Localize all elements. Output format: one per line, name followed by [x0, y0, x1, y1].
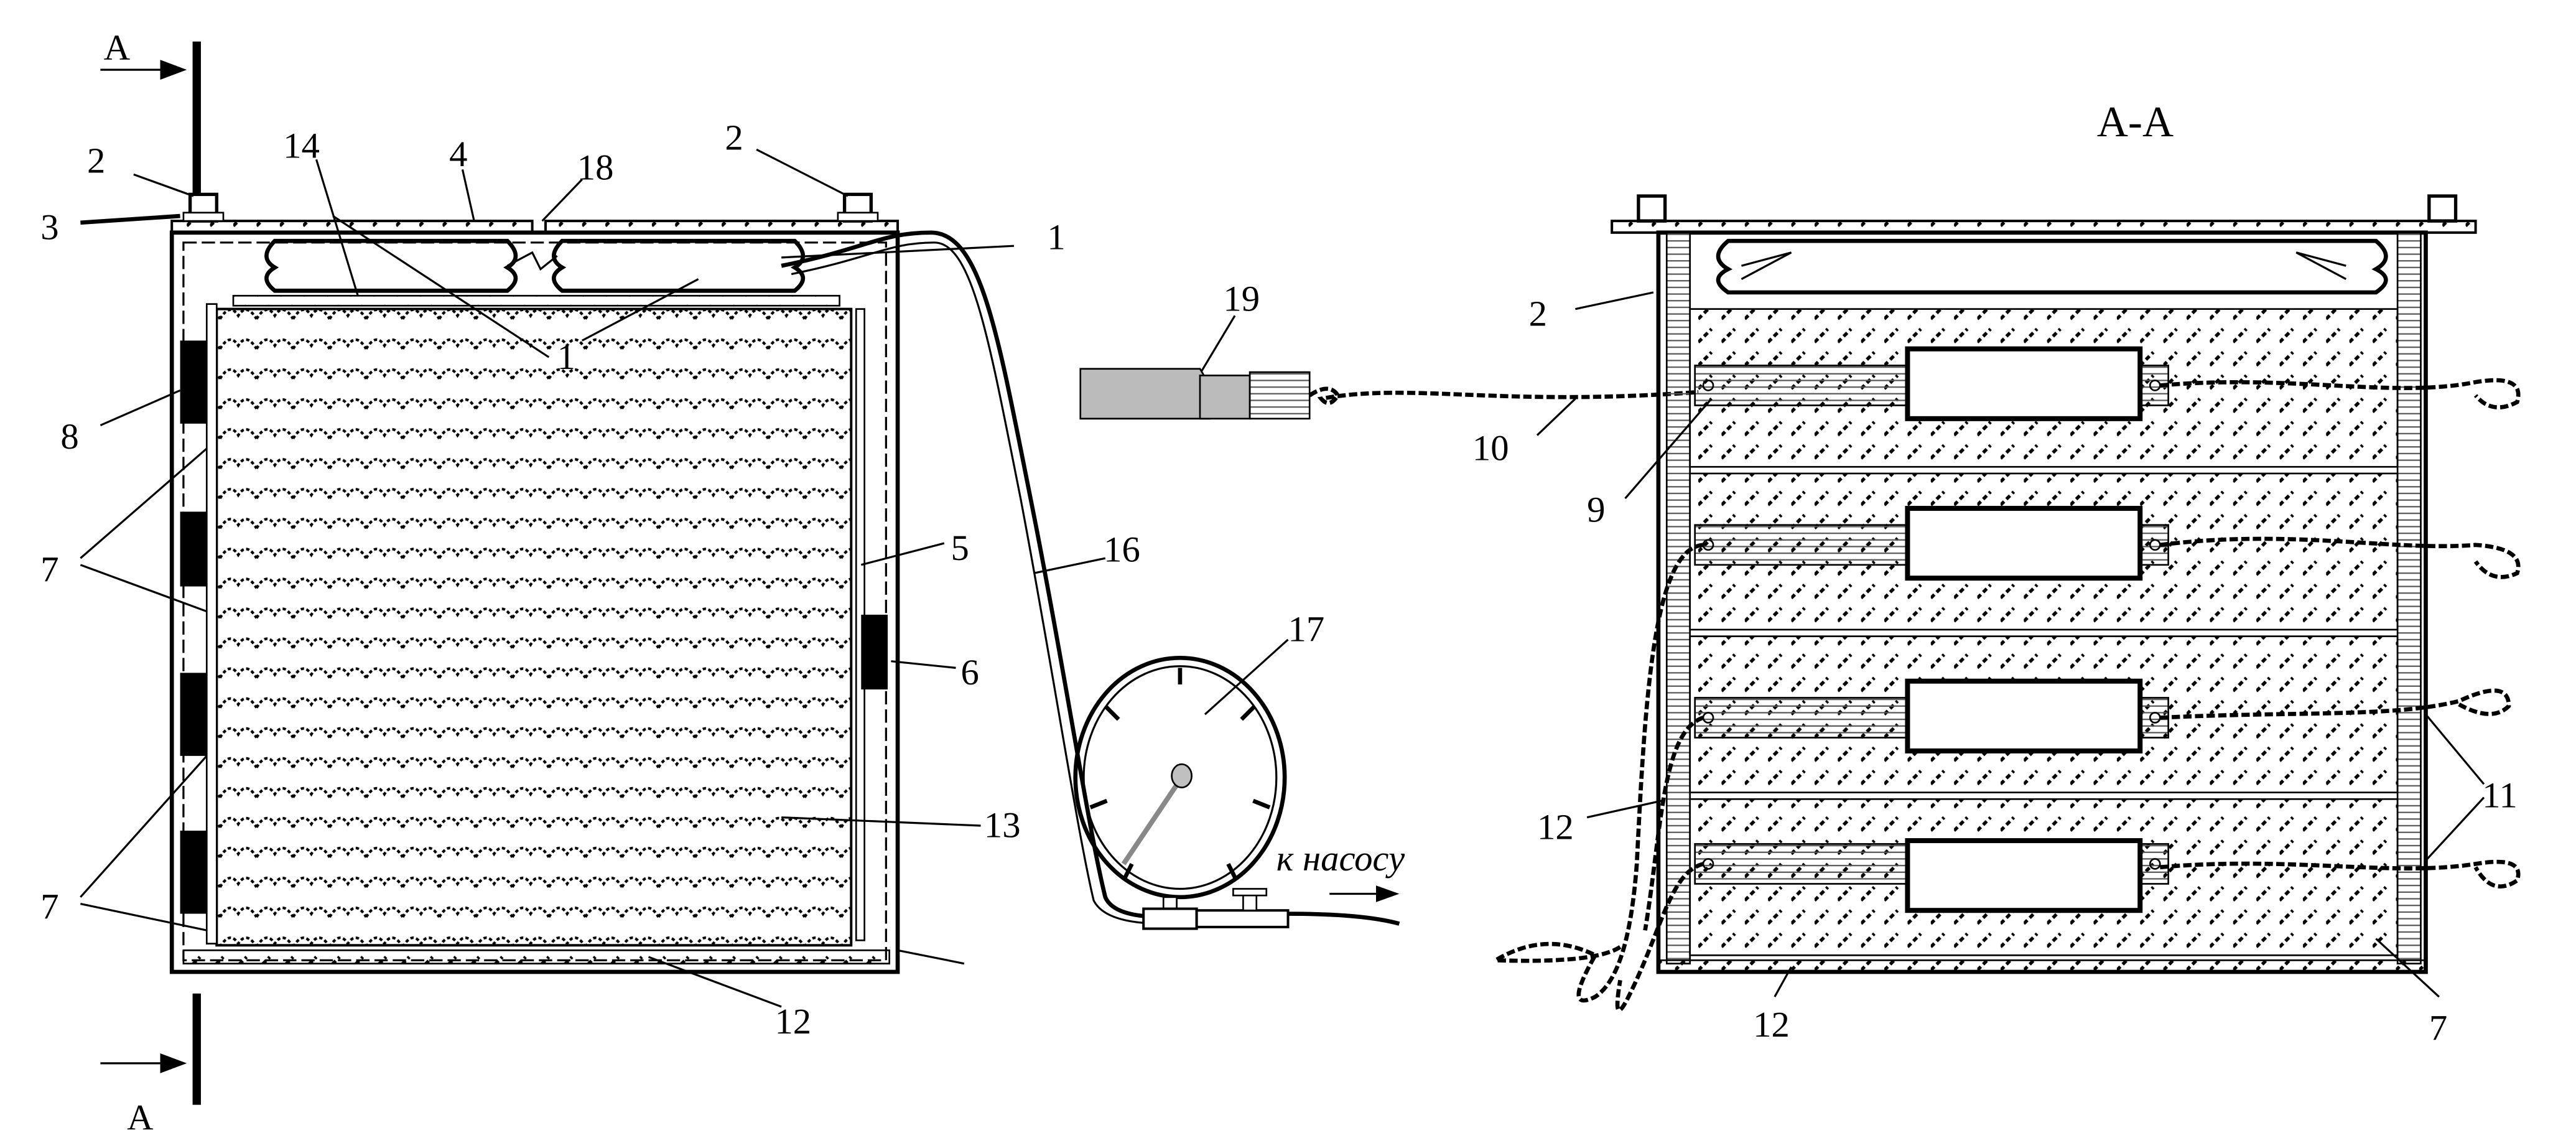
- label-1a: 1: [1047, 217, 1065, 258]
- label-2: 2: [87, 141, 105, 181]
- label-19: 19: [1223, 278, 1260, 319]
- label-14: 14: [283, 126, 320, 166]
- label-12-bottom: 12: [1753, 1004, 1790, 1045]
- label-12: 12: [774, 1001, 811, 1042]
- right-view-container: [1488, 194, 2521, 1012]
- hose: [781, 230, 1164, 925]
- label-3: 3: [40, 207, 58, 247]
- label-13: 13: [984, 805, 1021, 846]
- label-4: 4: [449, 134, 467, 174]
- middle-labels: 16 17 19 10: [1033, 278, 1576, 716]
- section-mark-top: A: [104, 27, 130, 68]
- section-line-a: A A: [100, 27, 201, 1138]
- left-cable-bundle: [1488, 543, 1704, 1012]
- label-12-right: 12: [1537, 806, 1574, 847]
- pressure-gauge: [1073, 656, 1400, 930]
- label-7a: 7: [40, 549, 58, 590]
- label-11: 11: [2482, 775, 2518, 816]
- section-mark-bottom: A: [127, 1098, 153, 1138]
- label-18: 18: [577, 147, 614, 187]
- label-16: 16: [1104, 529, 1140, 569]
- view-title-a-a: A-A: [2097, 98, 2174, 146]
- label-10: 10: [1472, 428, 1509, 469]
- label-17: 17: [1288, 609, 1325, 650]
- label-8: 8: [60, 416, 78, 457]
- bolt-right: [837, 192, 879, 223]
- right-view-labels: 9 2 12 11 12 7: [1529, 291, 2518, 1048]
- label-2-right: 2: [1529, 293, 1547, 334]
- label-7b: 7: [40, 887, 58, 927]
- label-2b: 2: [725, 117, 743, 157]
- label-1b: 1: [557, 337, 575, 377]
- bellows: [264, 238, 806, 293]
- to-pump-label: к насосу: [1276, 838, 1405, 879]
- label-7-right: 7: [2429, 1007, 2447, 1048]
- label-6: 6: [960, 652, 979, 693]
- label-9: 9: [1587, 489, 1605, 530]
- left-view-labels: 2 3 14 4 18 2 1 1 8 7 7 5 6 13 12: [40, 117, 1065, 1041]
- bolt-left: [182, 192, 225, 223]
- heater-units: [1694, 346, 2521, 913]
- label-5: 5: [951, 528, 969, 568]
- connector: [1079, 368, 1699, 420]
- left-view-container: [169, 192, 900, 974]
- to-pump-annotation: к насосу: [1276, 838, 1405, 902]
- side-plates: [180, 340, 888, 914]
